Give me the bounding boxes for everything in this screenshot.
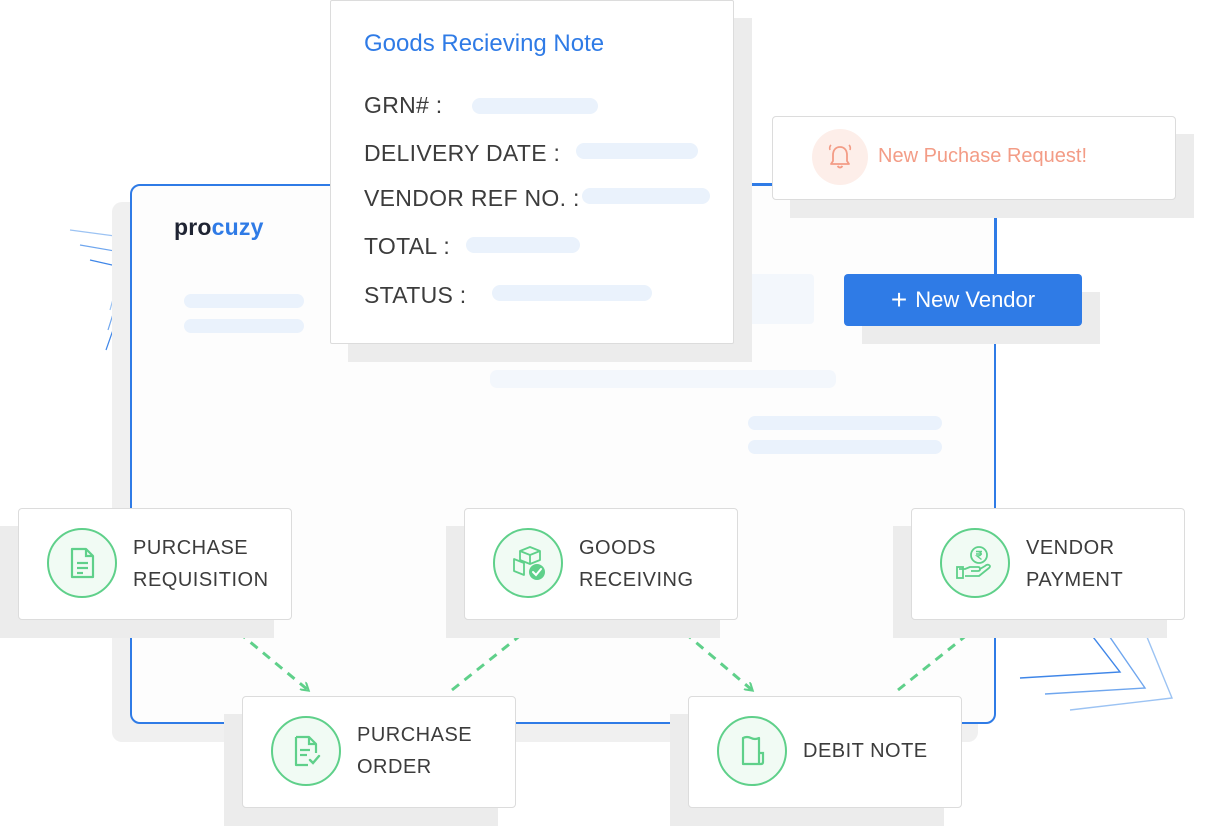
grn-field-label: DELIVERY DATE :	[364, 140, 561, 166]
new-vendor-button[interactable]: + New Vendor	[844, 274, 1082, 326]
grn-field-label: GRN# :	[364, 92, 443, 118]
step-label: DEBIT NOTE	[803, 740, 928, 762]
notification-text: New Puchase Request!	[878, 145, 1088, 167]
placeholder-block	[740, 274, 814, 324]
placeholder-bar	[184, 319, 304, 333]
step-icon-circle	[493, 528, 563, 598]
document-check-icon	[294, 735, 321, 767]
step-icon-circle	[717, 716, 787, 786]
placeholder-bar	[184, 294, 304, 308]
bell-icon	[828, 144, 852, 169]
grn-field-label: STATUS :	[364, 282, 467, 308]
grn-field-label: TOTAL :	[364, 233, 451, 259]
step-icon-circle	[271, 716, 341, 786]
notification-icon-circle	[812, 129, 868, 185]
step-icon-circle	[940, 528, 1010, 598]
grn-field-label: VENDOR REF NO. :	[364, 185, 580, 211]
boxes-check-icon	[513, 546, 545, 580]
new-vendor-button-label: New Vendor	[915, 287, 1036, 312]
placeholder-bar	[490, 370, 836, 388]
grn-field-value	[576, 143, 698, 159]
procuzy-logo: procuzy	[174, 214, 264, 240]
grn-field-value	[472, 98, 598, 114]
grn-field-value	[492, 285, 652, 301]
document-icon	[70, 547, 95, 579]
grn-card-title: Goods Recieving Note	[364, 30, 605, 57]
plus-icon: +	[890, 284, 908, 315]
receipt-icon	[741, 735, 765, 766]
placeholder-bar	[748, 416, 942, 430]
grn-field-value	[466, 237, 580, 253]
step-icon-circle	[47, 528, 117, 598]
grn-field-value	[582, 188, 710, 204]
placeholder-bar	[748, 440, 942, 454]
rupee-hand-icon	[956, 546, 991, 579]
